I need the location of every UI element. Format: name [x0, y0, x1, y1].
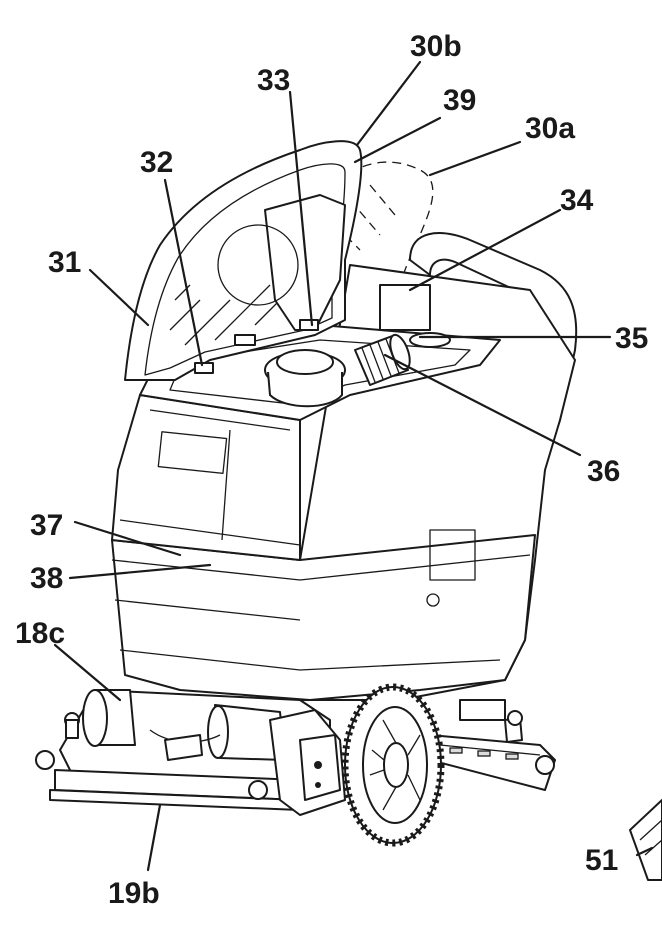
front-body — [111, 394, 301, 561]
part-51-partial — [629, 799, 662, 881]
recovery-tank — [111, 534, 536, 701]
float-cap — [409, 332, 451, 348]
callout-32: 32 — [140, 146, 173, 179]
callout-18c: 18c — [15, 617, 65, 650]
callout-51: 51 — [585, 844, 618, 877]
callout-30b: 30b — [410, 30, 462, 63]
callout-19b: 19b — [108, 877, 160, 910]
callout-36: 36 — [587, 455, 620, 488]
hose-fitting — [354, 333, 411, 386]
callout-39: 39 — [443, 84, 476, 117]
leader-lines — [53, 60, 654, 872]
machine-illustration — [35, 140, 662, 881]
callout-35: 35 — [615, 322, 648, 355]
brush-deck — [35, 689, 346, 816]
callout-30a: 30a — [525, 112, 575, 145]
callout-34: 34 — [560, 184, 594, 217]
callout-37: 37 — [30, 509, 63, 542]
control-panel — [157, 431, 228, 475]
squeegee-arm — [429, 699, 556, 791]
callout-31: 31 — [48, 246, 81, 279]
callout-labels: 30b 39 33 30a 32 34 31 35 36 37 38 18c 1… — [15, 30, 648, 910]
rear-wheel — [341, 683, 445, 847]
callout-38: 38 — [30, 562, 63, 595]
callout-33: 33 — [257, 64, 290, 97]
bracket-34 — [379, 284, 431, 331]
